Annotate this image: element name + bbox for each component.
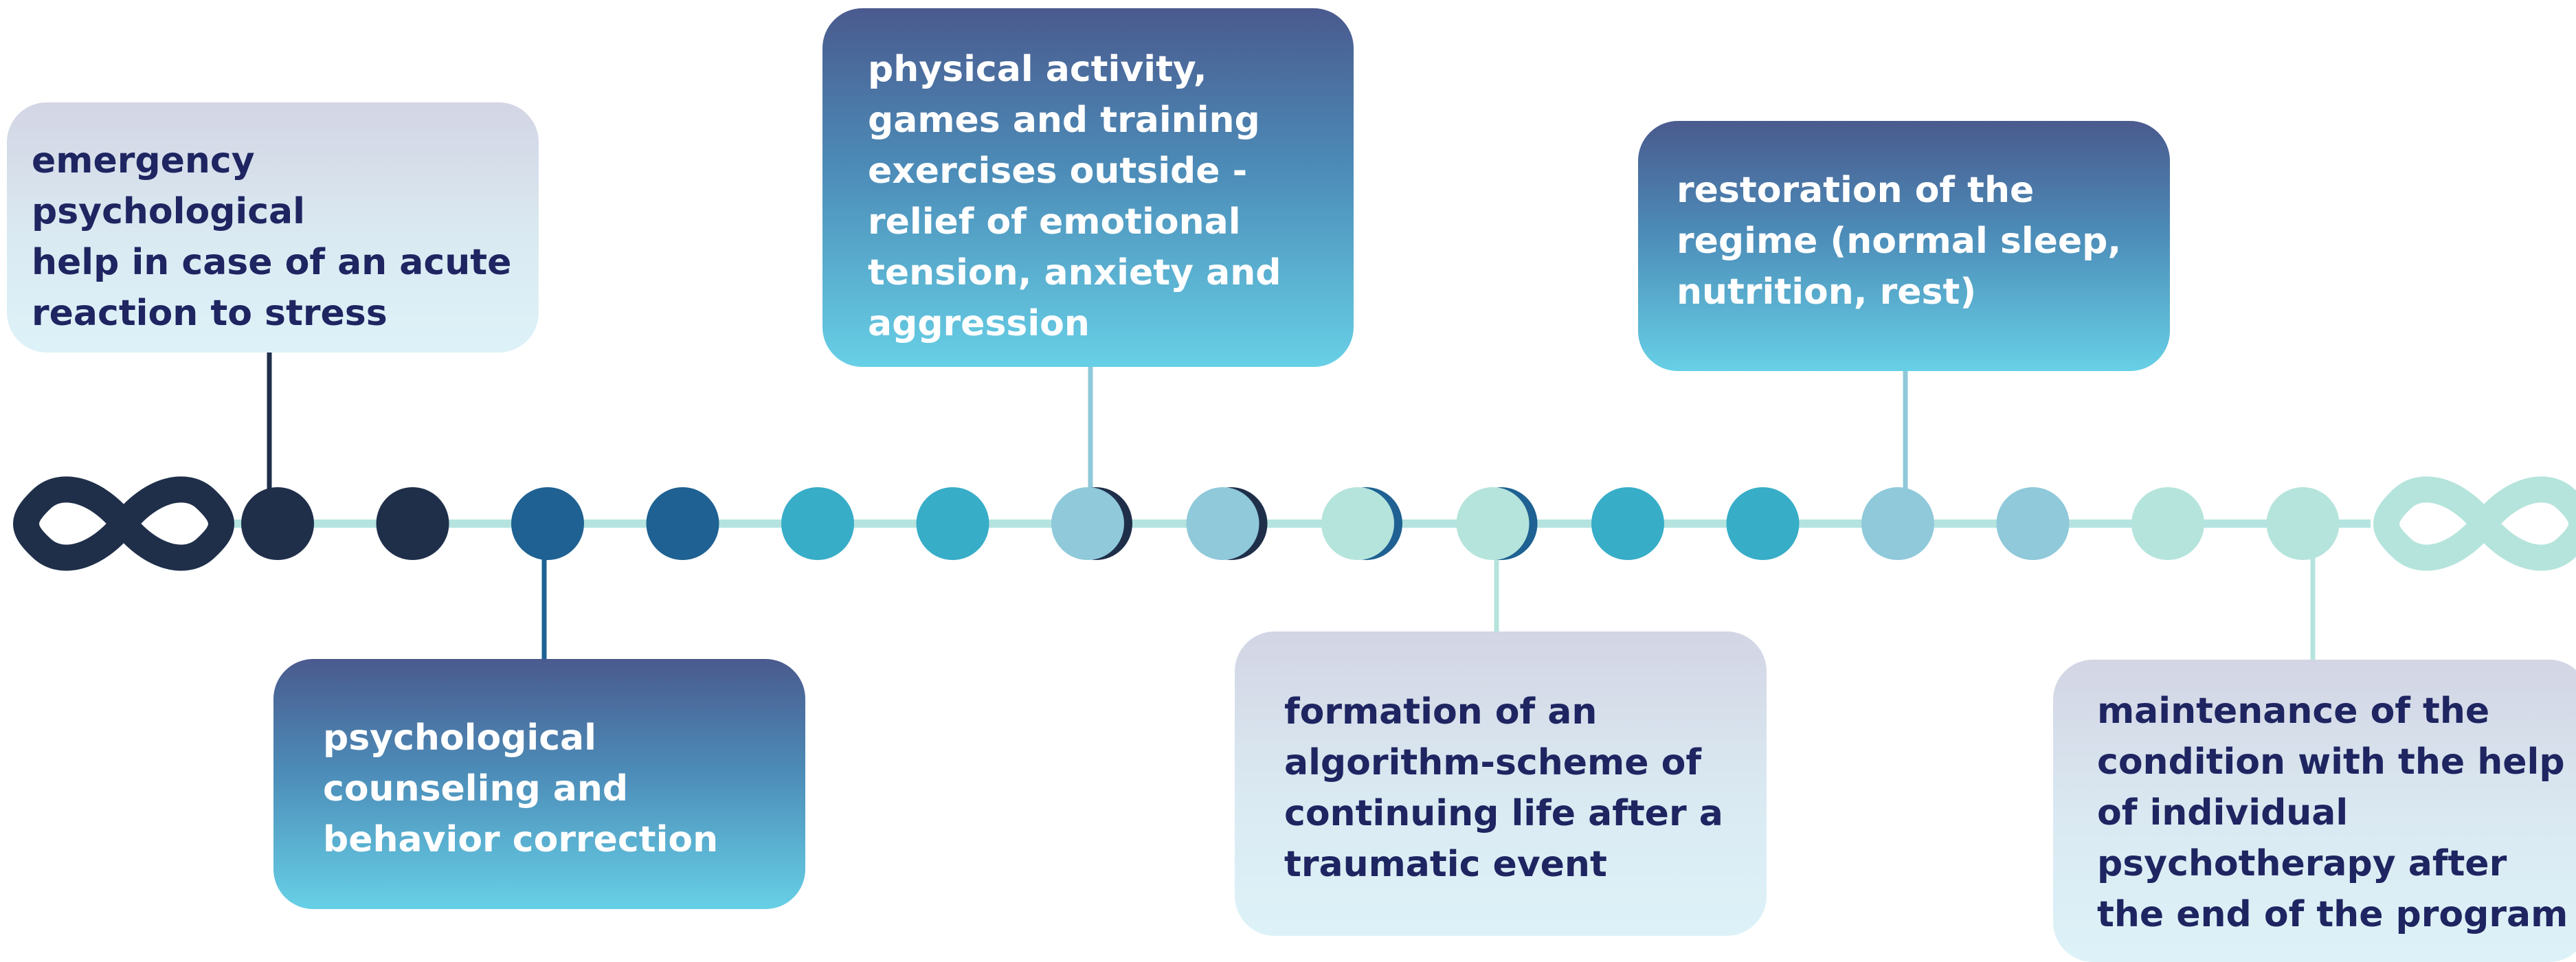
timeline-dot [1186,487,1259,560]
step-text-3: physical activity, games and training ex… [868,49,1281,344]
step-text-4: formation of an algorithm-scheme of cont… [1284,691,1723,885]
step-card-6: maintenance of the condition with the he… [2053,660,2576,962]
timeline-dots [241,487,2340,560]
step-card-3: physical activity, games and training ex… [822,8,1354,367]
timeline-dot [2266,487,2340,560]
infinity-icon [13,476,234,571]
timeline-dot [1051,487,1124,560]
timeline-dot [1321,487,1394,560]
step-card-2: psychological counseling and behavior co… [273,659,805,909]
infinity-icon [2373,476,2576,571]
timeline-dot [916,487,989,560]
timeline-dot [1861,487,1934,560]
step-text-6: maintenance of the condition with the he… [2097,691,2568,935]
timeline-dot [1726,487,1800,560]
timeline-dot [376,487,449,560]
timeline-dot [646,487,719,560]
step-text-1: emergency psychological help in case of … [32,140,512,334]
timeline-dot [241,487,314,560]
timeline-dot [781,487,854,560]
timeline-dot [1456,487,1530,560]
timeline-dot [511,487,584,560]
timeline-dot [1996,487,2070,560]
step-text-5: restoration of the regime (normal sleep,… [1677,170,2122,313]
timeline-dot [1591,487,1664,560]
step-card-1: emergency psychological help in case of … [7,102,539,353]
step-card-5: restoration of the regime (normal sleep,… [1638,121,2170,371]
timeline-dot [2131,487,2204,560]
step-text-2: psychological counseling and behavior co… [323,717,719,860]
step-card-4: formation of an algorithm-scheme of cont… [1235,631,1767,936]
